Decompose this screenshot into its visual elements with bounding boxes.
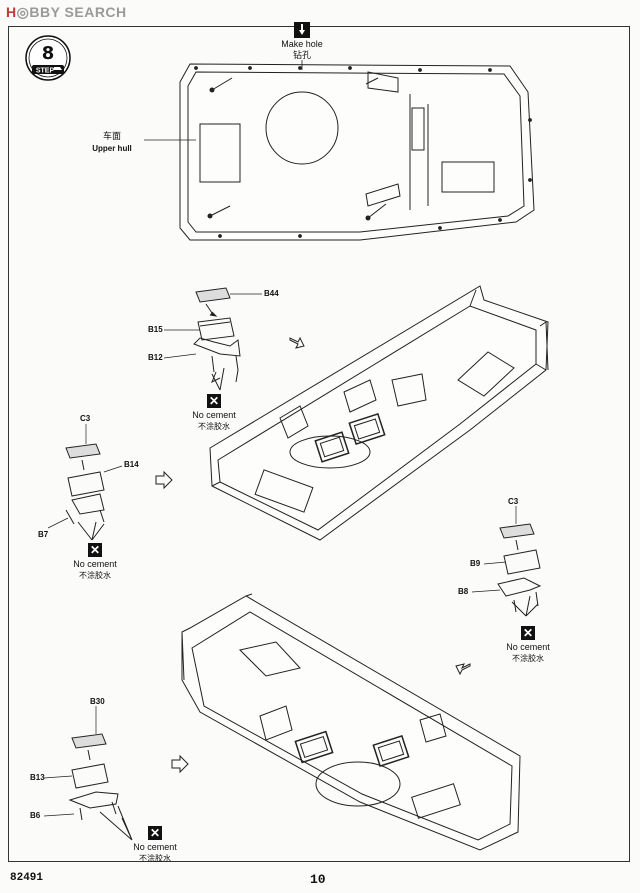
hatch-assembly-upper: [193, 287, 241, 391]
page-frame: [8, 26, 630, 862]
part-label-b13: B13: [30, 773, 45, 782]
part-label-b15: B15: [148, 325, 163, 334]
no-cement-icon: ✕: [148, 826, 162, 840]
part-label-b44: B44: [264, 289, 279, 298]
part-label-b7: B7: [38, 530, 49, 539]
no-cement-label-cn: 不涂胶水: [79, 571, 111, 580]
hatch-assembly-right: [497, 523, 542, 617]
hatch-assembly-bottom: [68, 733, 133, 841]
no-cement-label-cn: 不涂胶水: [198, 422, 230, 431]
page-number: 10: [310, 872, 326, 887]
upper-hull-view-3: [181, 593, 521, 851]
no-cement-label: No cement: [192, 410, 236, 420]
no-cement-label: No cement: [73, 559, 117, 569]
hatch-assembly-left: [65, 443, 105, 541]
upper-hull-label: Upper hull: [92, 144, 132, 153]
step-label: STEP: [36, 68, 55, 75]
part-label-b6: B6: [30, 811, 41, 820]
part-label-b14: B14: [124, 460, 139, 469]
part-label-c3-right: C3: [508, 497, 519, 506]
no-cement-label-cn: 不涂胶水: [512, 654, 544, 663]
model-number: 82491: [10, 872, 44, 884]
upper-hull-view-2: [209, 285, 549, 541]
no-cement-icon: ✕: [207, 394, 221, 408]
step-number: 8: [42, 43, 55, 64]
no-cement-label-cn: 不涂胶水: [139, 854, 171, 863]
make-hole-icon: [294, 22, 310, 38]
direction-arrows: [155, 336, 471, 774]
part-label-b30: B30: [90, 697, 105, 706]
part-label-b12: B12: [148, 353, 163, 362]
make-hole-label: Make hole: [281, 39, 323, 49]
no-cement-label: No cement: [506, 642, 550, 652]
no-cement-label: No cement: [133, 842, 177, 852]
no-cement-icon: ✕: [521, 626, 535, 640]
part-label-b9: B9: [470, 559, 481, 568]
part-label-c3-left: C3: [80, 414, 91, 423]
step-badge: 8 STEP: [25, 35, 71, 81]
no-cement-icon: ✕: [88, 543, 102, 557]
upper-hull-top-view: [144, 60, 535, 241]
watermark: H◎BBY SEARCH: [6, 4, 127, 20]
upper-hull-label-cn: 车面: [102, 131, 121, 141]
make-hole-label-cn: 钻孔: [292, 50, 311, 60]
part-label-b8: B8: [458, 587, 469, 596]
